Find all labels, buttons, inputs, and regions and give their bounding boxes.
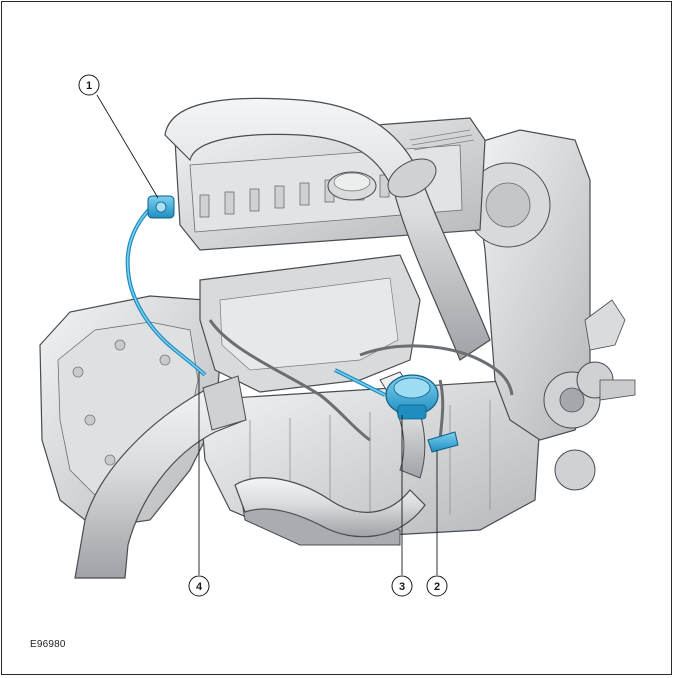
- component-2-valve: [427, 431, 459, 453]
- callout-4-label: 4: [196, 581, 203, 593]
- callout-1-label: 1: [86, 80, 92, 92]
- heat-shield: [199, 254, 421, 393]
- intake-pipe: [164, 97, 491, 361]
- front-intake-duct: [74, 375, 247, 579]
- callout-3-label: 3: [399, 581, 405, 593]
- leader-lines: [96, 94, 438, 575]
- callout-4: 4: [188, 575, 210, 597]
- vacuum-hose: [125, 198, 386, 397]
- component-3-actuator: [385, 374, 439, 420]
- component-1-solenoid: [147, 195, 175, 219]
- callout-2-label: 2: [434, 581, 440, 593]
- callout-2: 2: [426, 575, 448, 597]
- callout-3: 3: [391, 575, 413, 597]
- figure-id: E96980: [30, 639, 66, 650]
- small-pipes: [208, 319, 514, 442]
- callout-1: 1: [78, 74, 100, 96]
- timing-cover: [465, 129, 636, 491]
